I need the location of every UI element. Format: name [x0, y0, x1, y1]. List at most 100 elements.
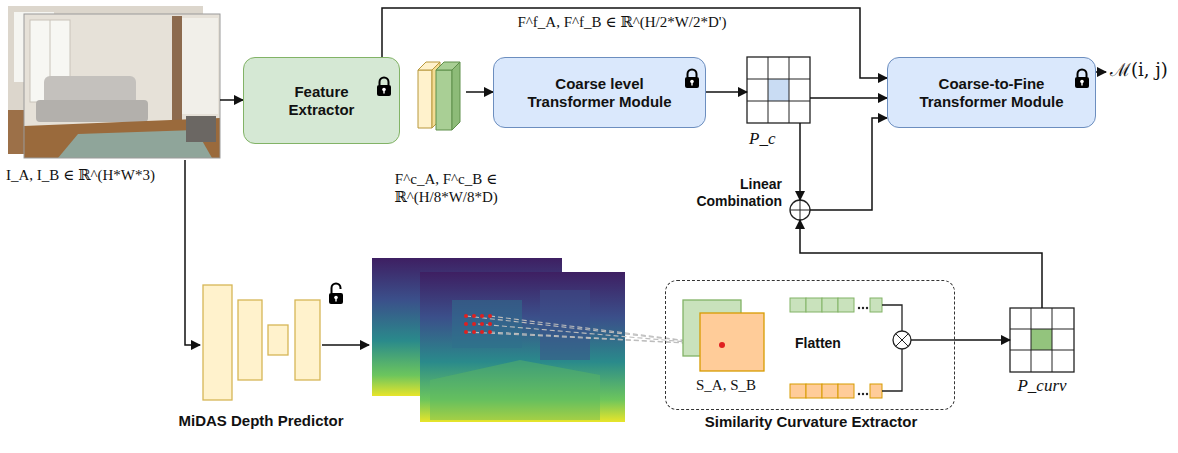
- lock-icon: [685, 70, 699, 89]
- input-photo: [182, 18, 218, 114]
- sample-point: [464, 330, 468, 334]
- sample-point: [488, 322, 492, 326]
- feature-map-slab: [436, 62, 460, 130]
- ellipsis-dots: [862, 393, 864, 395]
- matrix-grid: [789, 57, 790, 123]
- matrix-grid: P_c: [747, 57, 810, 123]
- box-label: Coarse level Transformer Module: [522, 75, 677, 111]
- flattened-vector: [806, 298, 822, 312]
- matrix-grid: [1031, 308, 1032, 372]
- flattened-vector: [870, 384, 882, 398]
- flow-arrow: [810, 97, 887, 99]
- operation-label: Flatten: [795, 335, 855, 352]
- sum-symbol: [790, 200, 810, 220]
- node-label: F^c_A, F^c_B ∈ ℝ^(H/8*W/8*D): [366, 170, 526, 206]
- sample-point: [472, 330, 476, 334]
- flattened-vector: [838, 298, 854, 312]
- network-block: [203, 285, 232, 400]
- depth-network: MiDAS Depth Predictor: [200, 283, 322, 401]
- matrix-grid: [768, 57, 769, 123]
- flattened-vector: [870, 298, 882, 312]
- sample-point: [480, 330, 484, 334]
- feature-map-slab: [436, 70, 452, 130]
- flattened-vector: [838, 384, 854, 398]
- similarity-map: [683, 300, 764, 371]
- matrix-grid: [747, 79, 810, 80]
- input-photo: [24, 14, 220, 158]
- flow-arrow: [955, 339, 1010, 341]
- input-photo: [172, 16, 182, 120]
- network-block: [203, 285, 320, 400]
- depth-map: [420, 272, 625, 422]
- lock-icon: [377, 85, 391, 96]
- input-photo: [24, 14, 220, 158]
- depth-map: [430, 360, 600, 420]
- sample-point: [464, 322, 468, 326]
- node-label: S_A, S_B: [678, 376, 774, 394]
- process-box: Coarse level Transformer Module: [493, 57, 706, 128]
- node-label: P_c: [749, 129, 793, 149]
- unlock-icon: [329, 284, 343, 305]
- ellipsis-dots: [858, 393, 860, 395]
- unlock-icon: [332, 284, 341, 294]
- product-symbol: [896, 334, 908, 346]
- depth-map: [452, 300, 522, 348]
- flattened-vector: [790, 384, 882, 398]
- sum-symbol: [800, 200, 801, 220]
- sample-point: [472, 322, 476, 326]
- connector-label: F^f_A, F^f_B ∈ ℝ^(H/2*W/2*D'): [470, 13, 774, 31]
- feature-map-slab: [452, 62, 460, 130]
- input-images: I_A, I_B ∈ ℝ^(H*W*3): [8, 6, 220, 160]
- matrix-grid: P_curv: [1010, 308, 1074, 372]
- lock-icon: [377, 78, 391, 97]
- sample-point: [464, 314, 492, 334]
- product-symbol: [893, 331, 911, 349]
- node-label: P_curv: [1000, 376, 1084, 396]
- matrix-grid: [1010, 308, 1074, 372]
- ellipsis-dots: [858, 307, 860, 309]
- box-label: Feature Extractor: [272, 83, 371, 119]
- product-symbol: [896, 334, 908, 346]
- lock-icon: [685, 77, 699, 88]
- matrix-grid: [1031, 329, 1052, 350]
- matrix-grid: [768, 79, 789, 101]
- unlock-icon: [335, 298, 336, 302]
- lock-icon: [1075, 77, 1089, 88]
- flow-arrow: [799, 123, 801, 200]
- node-label: I_A, I_B ∈ ℝ^(H*W*3): [6, 166, 176, 184]
- unlock-icon: [329, 293, 343, 304]
- sum-node: Linear Combination: [790, 200, 810, 220]
- matrix-grid: [1010, 350, 1074, 351]
- output-label: ℳ(i, j): [1110, 59, 1174, 81]
- matrix-grid: [747, 57, 810, 123]
- network-block: [238, 300, 262, 380]
- matrix-grid: [1010, 329, 1074, 330]
- lock-icon: [382, 88, 386, 92]
- product-symbol: [893, 331, 911, 349]
- flow-arrow: [466, 91, 493, 93]
- ellipsis-dots: [866, 307, 868, 309]
- lock-icon: [691, 82, 692, 86]
- matrix-grid: [747, 101, 810, 102]
- product-wire: [911, 339, 955, 340]
- sample-point: [472, 314, 476, 318]
- product-wire: [882, 349, 902, 391]
- flattened-vector: [806, 384, 822, 398]
- flow-arrow: [800, 220, 1042, 308]
- lock-icon: [1080, 80, 1084, 84]
- flow-arrow: [810, 118, 887, 210]
- lock-icon: [688, 70, 697, 78]
- similarity-map: [700, 313, 764, 371]
- flattened-vector: [822, 384, 838, 398]
- flow-arrow: [185, 160, 200, 345]
- lock-icon: [383, 90, 384, 94]
- depth-map: [420, 272, 625, 422]
- flattened-vector: [790, 298, 882, 312]
- matrix-grid: [1010, 308, 1074, 372]
- node-label: Linear Combination: [682, 176, 782, 210]
- network-block: [268, 325, 288, 355]
- sample-point: [464, 314, 468, 318]
- box-label: Coarse-to-Fine Transformer Module: [916, 75, 1067, 111]
- product-wire: [882, 305, 955, 391]
